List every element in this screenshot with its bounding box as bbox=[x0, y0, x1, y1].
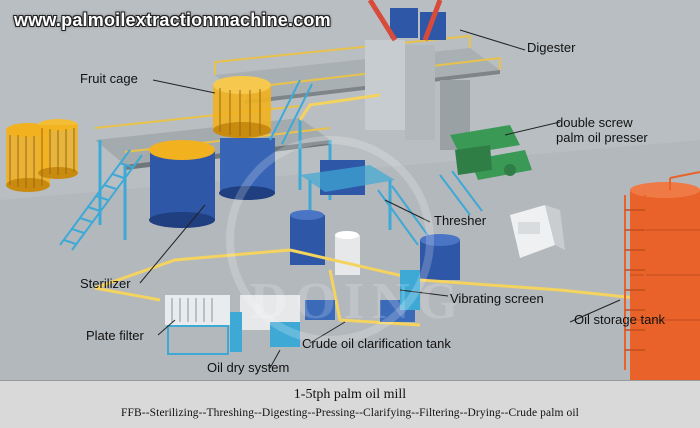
palm-oil-mill-scene bbox=[6, 0, 700, 380]
fruit-cage-top bbox=[213, 76, 271, 138]
label-plate-filter: Plate filter bbox=[86, 328, 144, 343]
label-thresher: Thresher bbox=[434, 213, 487, 228]
control-cabinet bbox=[510, 205, 565, 258]
label-crude-oil-clarification-tank: Crude oil clarification tank bbox=[302, 336, 451, 351]
brand-logo: DOING bbox=[250, 273, 467, 330]
watermark-ring bbox=[226, 136, 434, 344]
pipes bbox=[94, 93, 656, 327]
thresher bbox=[300, 160, 395, 235]
oil-storage-tank-shape bbox=[624, 171, 700, 380]
fruit-cages-left bbox=[6, 119, 78, 192]
label-fruit-cage: Fruit cage bbox=[80, 71, 138, 86]
oil-dry-skid bbox=[240, 270, 420, 347]
label-sterilizer: Sterilizer bbox=[80, 276, 131, 291]
plate-filter-machine bbox=[165, 295, 242, 355]
digester-tower bbox=[365, 0, 470, 150]
label-oil-dry-system: Oil dry system bbox=[207, 360, 290, 375]
caption-bar: 1-5tph palm oil mill FFB--Sterilizing--T… bbox=[0, 380, 700, 428]
label-digester: Digester bbox=[527, 40, 576, 55]
screw-presser bbox=[450, 125, 532, 180]
label-oil-storage-tank: Oil storage tank bbox=[574, 312, 666, 327]
site-watermark: www.palmoilextractionmachine.com bbox=[14, 10, 331, 30]
sterilizer-tanks bbox=[149, 138, 275, 228]
label-vibrating-screen: Vibrating screen bbox=[450, 291, 544, 306]
caption-title: 1-5tph palm oil mill bbox=[293, 387, 407, 402]
leader-lines bbox=[139, 29, 621, 369]
label-double-screw-line1: double screw bbox=[556, 115, 633, 130]
label-double-screw-line2: palm oil presser bbox=[556, 130, 648, 145]
clarification-tanks bbox=[290, 210, 460, 280]
caption-process-steps: FFB--Sterilizing--Threshing--Digesting--… bbox=[121, 407, 579, 419]
